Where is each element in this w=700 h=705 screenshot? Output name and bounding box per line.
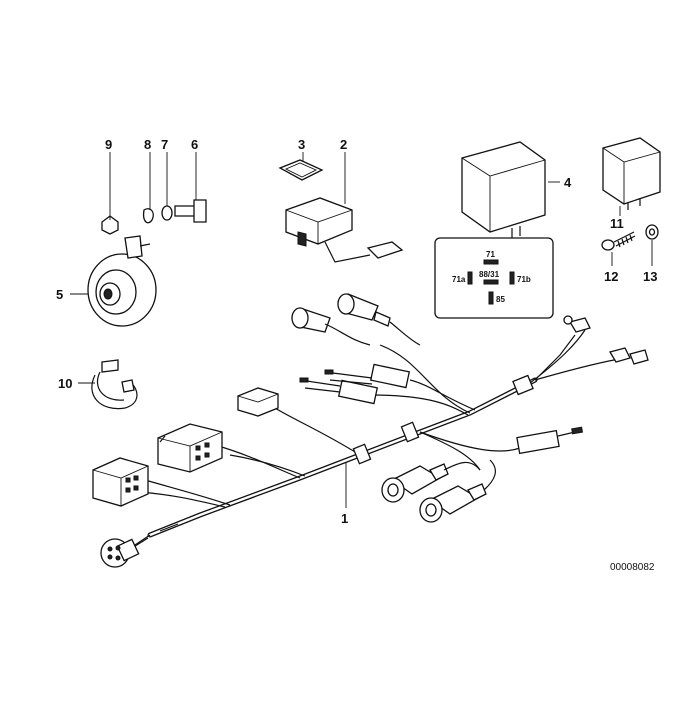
callout-11: 11 [610,216,624,231]
callout-8: 8 [144,137,151,152]
callout-4: 4 [564,175,572,190]
washer [645,224,659,240]
flat-connectors-middle [299,363,411,405]
relay-cover [278,159,324,181]
horn [87,235,157,327]
callout-10: 10 [58,376,72,391]
bullet-plugs-upper [291,293,421,346]
callout-2: 2 [340,137,347,152]
harness-sleeves [352,374,534,465]
callout-12: 12 [604,269,618,284]
right-terminals [563,315,649,365]
horn-hardware [101,199,207,235]
pin-85-label: 85 [496,295,505,304]
callout-7: 7 [161,137,168,152]
hose-clamp [91,359,138,410]
leader-lines [70,152,653,508]
pin-71b-label: 71b [517,275,531,284]
relay-pin-diagram [434,237,554,319]
callout-13: 13 [643,269,657,284]
callout-3: 3 [298,137,305,152]
pin-71a-label: 71a [452,275,466,284]
relay-pin-labels: 71 88/31 71a 71b 85 [452,250,531,304]
relay-socket [285,197,404,263]
callout-1: 1 [341,511,348,526]
bullet-plugs-lower [381,459,496,523]
screw [601,231,636,251]
pin-71-label: 71 [486,250,495,259]
callout-5: 5 [56,287,63,302]
connector-block-lower [92,457,149,507]
callout-9: 9 [105,137,112,152]
relay [602,137,661,210]
flat-connector-right [516,426,584,455]
callout-6: 6 [191,137,198,152]
connector-block-upper [157,423,223,473]
round-plug-lower-left [100,538,140,568]
diagram-code: 00008082 [610,562,655,573]
control-unit [461,141,546,238]
callout-labels: 9 8 7 6 3 2 4 5 10 1 11 12 13 [56,137,657,526]
pin-88-31-label: 88/31 [479,270,500,279]
small-connector [237,387,279,417]
